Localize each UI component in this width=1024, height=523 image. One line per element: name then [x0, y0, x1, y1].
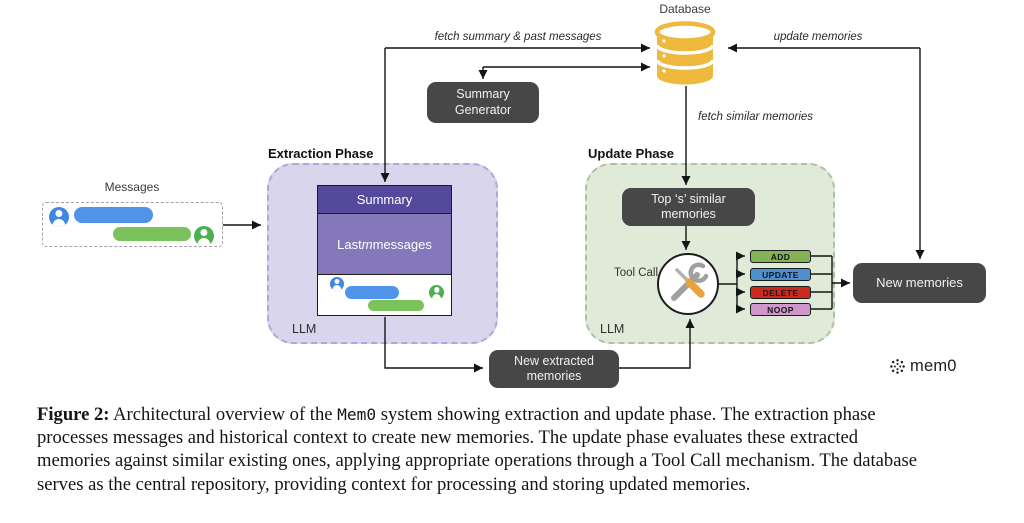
- new-memories-box: New memories: [853, 263, 986, 303]
- op-badge-noop: NOOP: [750, 303, 811, 316]
- mem0-logo: mem0: [889, 357, 957, 376]
- mem0-logo-icon: [890, 359, 905, 374]
- extraction-phase-title: Extraction Phase: [268, 146, 374, 161]
- op-badge-update: UPDATE: [750, 268, 811, 281]
- messages-label: Messages: [104, 180, 160, 194]
- mini-assistant-avatar-icon: [429, 285, 444, 300]
- mem0-logo-text: mem0: [910, 357, 957, 375]
- caption-line-4: serves as the central repository, provid…: [37, 473, 751, 495]
- new-extracted-memories-box: New extracted memories: [489, 350, 619, 388]
- mini-user-avatar-icon: [330, 277, 344, 291]
- last-m-messages-section: Last m messages: [318, 214, 451, 275]
- figure-caption: Figure 2: Architectural overview of the …: [37, 403, 997, 496]
- edge-label-update-memories: update memories: [773, 31, 863, 43]
- tool-call-circle: [657, 253, 719, 315]
- edge-label-fetch-summary: fetch summary & past messages: [434, 31, 602, 43]
- caption-line-3: memories against similar existing ones, …: [37, 450, 917, 472]
- update-phase-title: Update Phase: [588, 146, 674, 161]
- chat-bubble-green: [113, 227, 191, 241]
- user-avatar-icon: [49, 207, 69, 227]
- tool-call-label: Tool Call: [613, 267, 659, 279]
- mini-chat-bubble-green: [368, 300, 424, 311]
- op-badge-delete: DELETE: [750, 286, 811, 299]
- summary-section: Summary: [318, 186, 451, 214]
- top-s-similar-memories-box: Top ‘s’ similar memories: [622, 188, 755, 226]
- extraction-llm-label: LLM: [292, 322, 317, 336]
- assistant-avatar-icon: [194, 226, 214, 246]
- prompt-context-card: Summary Last m messages: [317, 185, 452, 316]
- tools-icon: [671, 262, 709, 301]
- update-llm-label: LLM: [600, 322, 625, 336]
- chat-strip: [318, 275, 451, 315]
- caption-line-1: Figure 2: Architectural overview of the …: [37, 404, 876, 425]
- op-badge-add: ADD: [750, 250, 811, 263]
- summary-generator-box: Summary Generator: [427, 82, 539, 123]
- mini-chat-bubble-blue: [345, 286, 399, 299]
- messages-group: [42, 202, 223, 247]
- caption-line-2: processes messages and historical contex…: [37, 427, 859, 449]
- edge-label-fetch-similar: fetch similar memories: [698, 111, 814, 123]
- database-label: Database: [659, 2, 711, 16]
- database-icon: [654, 21, 716, 85]
- chat-bubble-blue: [74, 207, 153, 223]
